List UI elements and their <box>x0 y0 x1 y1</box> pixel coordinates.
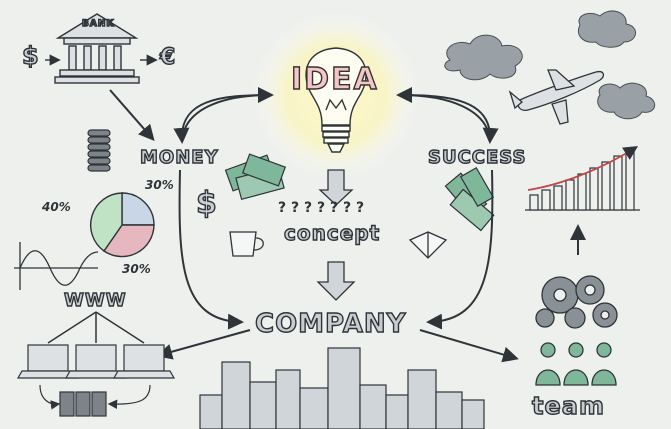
company-down-arrow <box>316 261 356 301</box>
money-dollar-icon: $ <box>195 185 218 221</box>
sine-wave-graph-icon <box>14 242 99 290</box>
bank-label: BANK <box>81 18 115 29</box>
cloud-icon <box>444 10 656 120</box>
city-buildings-icon <box>199 347 485 429</box>
euro-sign-icon: € <box>159 44 177 70</box>
lightbulb-icon <box>305 47 367 153</box>
bank-to-money-arrow <box>109 89 155 142</box>
bar-chart-icon <box>525 146 640 211</box>
pie-chart-icon <box>90 192 155 258</box>
concept-label: concept <box>283 220 381 245</box>
money-bills-icon <box>224 153 287 201</box>
team-label: team <box>531 391 605 420</box>
server-icon <box>39 384 151 417</box>
money-label: MONEY <box>139 146 219 168</box>
coffee-cup-icon <box>229 231 264 257</box>
pie-label-40: 40% <box>42 200 71 214</box>
money-company-arrow <box>178 169 244 330</box>
pie-label-30-top: 30% <box>145 178 174 192</box>
www-connection-lines <box>47 311 145 344</box>
laptop-icon <box>16 344 176 379</box>
company-to-www-arrow <box>156 329 251 360</box>
idea-title: IDEA <box>290 61 379 97</box>
coin-stack-icon <box>87 129 111 172</box>
www-label: WWW <box>63 289 127 311</box>
book-icon <box>408 231 448 259</box>
concept-down-arrow <box>318 169 354 206</box>
dollar-sign-icon: $ <box>21 41 40 70</box>
money-bills-stack-icon <box>444 166 495 232</box>
question-marks: ? ? ? ? ? ? ? <box>278 200 365 216</box>
people-icon <box>535 342 617 386</box>
idea-money-loop-arrow <box>173 87 274 144</box>
company-to-team-arrow <box>419 329 519 363</box>
success-company-arrow <box>426 169 494 330</box>
pie-label-30-bottom: 30% <box>122 262 151 276</box>
success-label: SUCCESS <box>427 146 527 168</box>
idea-success-loop-arrow <box>396 87 499 144</box>
airplane-icon <box>508 69 605 125</box>
bank-building-icon <box>54 13 140 84</box>
gears-icon <box>535 275 618 329</box>
company-title: COMPANY <box>254 308 407 339</box>
